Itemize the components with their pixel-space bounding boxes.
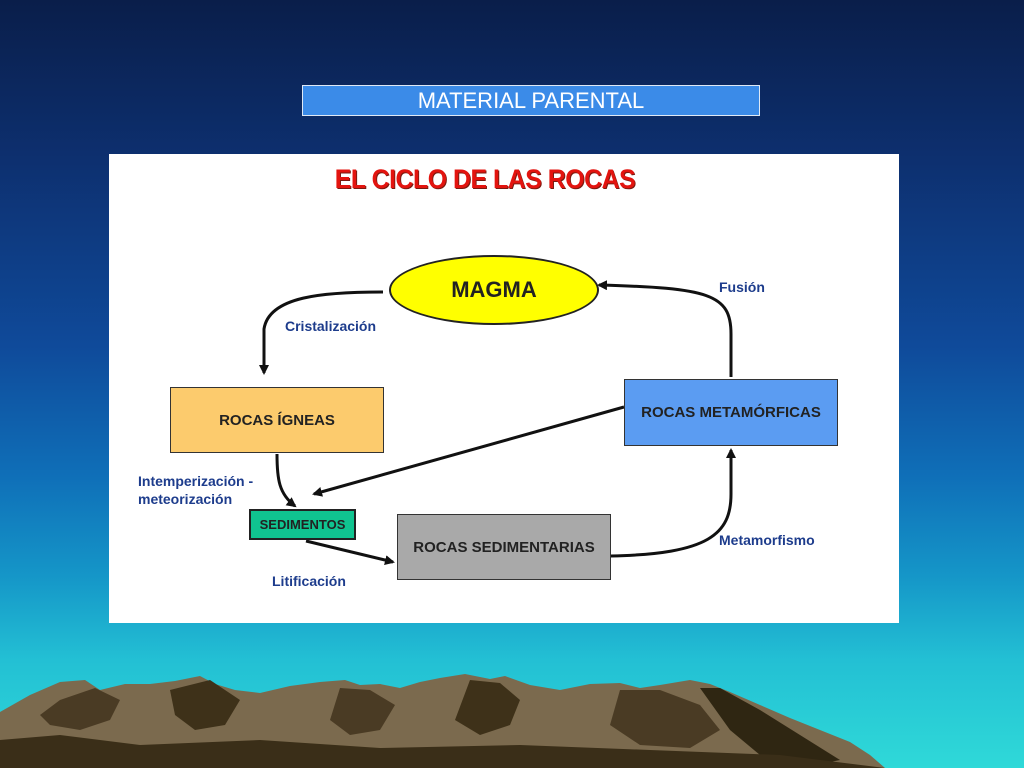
arrow-cristalizacion	[259, 290, 384, 375]
node-rocas-sedimentarias: ROCAS SEDIMENTARIAS	[397, 514, 611, 580]
node-rocas-metamorficas: ROCAS METAMÓRFICAS	[624, 379, 838, 446]
arrow-fusion	[597, 280, 733, 377]
label-meteorizacion: meteorización	[138, 491, 233, 507]
label-fusion: Fusión	[719, 279, 765, 295]
node-sedimentos: SEDIMENTOS	[249, 509, 356, 540]
arrow-metamorfismo	[610, 448, 736, 558]
node-rocas-igneas: ROCAS ÍGNEAS	[170, 387, 384, 453]
mountain-shadow	[610, 690, 720, 748]
diagram-title: EL CICLO DE LAS ROCAS	[334, 164, 636, 194]
rock-cycle-diagram: EL CICLO DE LAS ROCAS MAGMA ROCAS ÍGNEAS…	[109, 154, 899, 623]
diagram-arrows	[259, 280, 736, 565]
mountain-shadow	[330, 688, 395, 735]
arrow-intemperizacion	[275, 453, 297, 508]
mountain-shadow	[0, 735, 885, 768]
mountain-shadow	[700, 688, 840, 768]
arrow-litificacion	[305, 539, 395, 565]
label-intemperizacion: Intemperización -	[138, 473, 254, 489]
arrow-metamorficas-sedimentos	[312, 405, 625, 497]
mountain-shadow	[40, 688, 120, 730]
label-metamorfismo: Metamorfismo	[719, 532, 815, 548]
mountain-shadow	[455, 680, 520, 735]
label-litificacion: Litificación	[272, 573, 346, 589]
material-parental-banner: MATERIAL PARENTAL	[302, 85, 760, 116]
mountain-shadow	[170, 680, 240, 730]
node-magma: MAGMA	[389, 255, 599, 325]
label-cristalizacion: Cristalización	[285, 318, 377, 334]
